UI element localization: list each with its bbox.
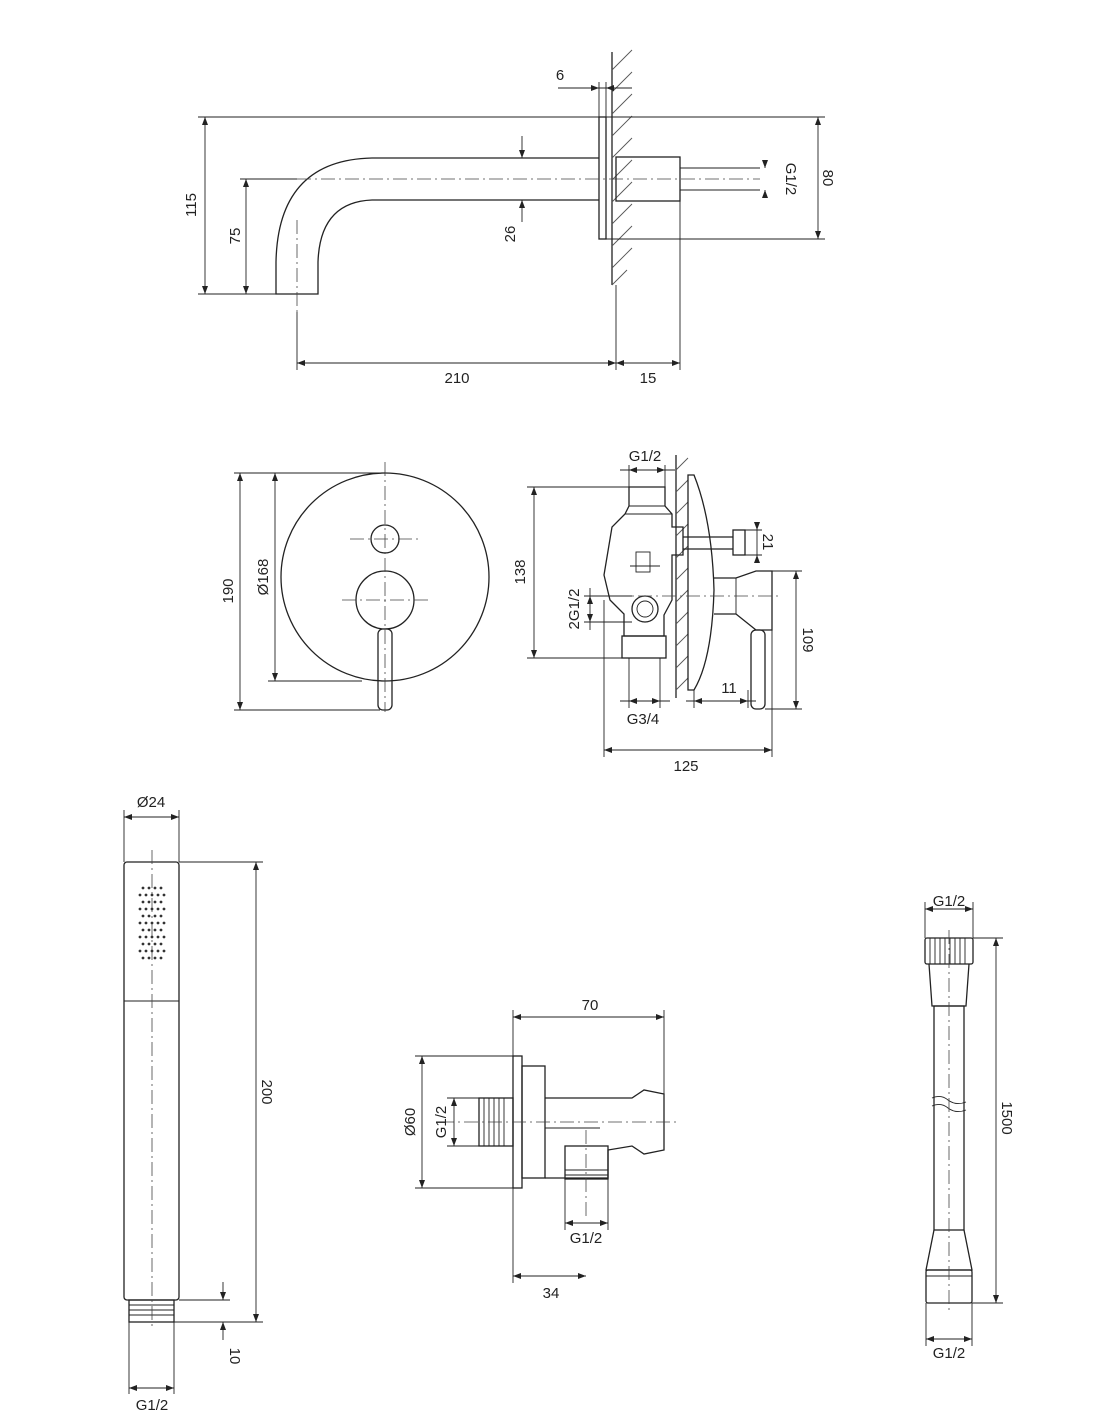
spout-connector <box>615 156 681 202</box>
nozzle-grid <box>138 886 166 960</box>
hand-shower-thread-label: G1/2 <box>136 1397 169 1414</box>
elbow-thread-left-label: G1/2 <box>433 1106 450 1139</box>
mixer-side-drawing: G1/2 138 2G1/2 21 109 G3/ <box>512 448 816 775</box>
spout-drawing: 6 115 75 26 G1/2 80 <box>183 49 836 387</box>
spout-rosette-height-label: 80 <box>819 170 836 187</box>
hand-shower-body <box>123 861 180 1301</box>
mixer-plate-diameter-label: Ø168 <box>255 559 272 596</box>
elbow-thread-bottom-label: G1/2 <box>570 1230 603 1247</box>
spout-wall <box>611 49 633 286</box>
mixer-wall <box>675 455 689 698</box>
hose-drawing: G1/2 1500 G1/2 <box>924 893 1015 1362</box>
elbow-width-label: 70 <box>582 997 599 1014</box>
hose-thread-top-label: G1/2 <box>933 893 966 910</box>
mixer-front-drawing: 190 Ø168 <box>220 462 490 712</box>
elbow-holder <box>545 1089 665 1179</box>
mixer-bottom-thread-label: G3/4 <box>627 711 660 728</box>
mixer-handle-side <box>714 570 773 631</box>
mixer-valve-body <box>603 486 684 637</box>
wall-elbow-drawing: 70 Ø60 G1/2 G1/2 34 <box>402 997 680 1302</box>
spout-thread-label: G1/2 <box>782 163 799 196</box>
mixer-total-depth-label: 125 <box>673 758 698 775</box>
hand-shower-drawing: Ø24 200 10 G1/2 <box>123 794 275 1414</box>
spout-rosette <box>598 116 607 240</box>
spout-wall-gap-label: 6 <box>556 67 564 84</box>
mixer-small-dim-label: 21 <box>759 534 776 551</box>
hand-shower-length-label: 200 <box>258 1079 275 1104</box>
mixer-cover-profile <box>687 474 715 691</box>
hand-shower-thread-length-label: 10 <box>226 1348 243 1365</box>
hand-shower-thread <box>128 1299 175 1323</box>
spout-projection-label: 210 <box>444 370 469 387</box>
mixer-handle-height-label: 109 <box>799 627 816 652</box>
mixer-lever-side <box>750 629 766 710</box>
spout-total-height-label: 115 <box>183 193 200 217</box>
mixer-side-port <box>631 595 659 623</box>
elbow-diameter-label: Ø60 <box>402 1108 419 1136</box>
hose-length-label: 1500 <box>998 1101 1015 1134</box>
mixer-plate-gap-label: 11 <box>721 680 737 697</box>
mixer-top-thread-label: G1/2 <box>629 448 662 465</box>
spout-outlet-height-label: 75 <box>227 228 244 245</box>
mixer-plate-height-label: 190 <box>220 578 237 603</box>
elbow-offset-label: 34 <box>543 1285 560 1302</box>
elbow-outlet <box>564 1145 609 1180</box>
spout-pipe-diameter-label: 26 <box>502 226 519 243</box>
mixer-side-thread-label: 2G1/2 <box>566 589 583 630</box>
spout-mount-depth-label: 15 <box>640 370 657 387</box>
mixer-body-height-label: 138 <box>512 559 529 584</box>
spout-pipe <box>275 157 599 295</box>
hand-shower-diameter-label: Ø24 <box>137 794 165 811</box>
hose-thread-bottom-label: G1/2 <box>933 1345 966 1362</box>
